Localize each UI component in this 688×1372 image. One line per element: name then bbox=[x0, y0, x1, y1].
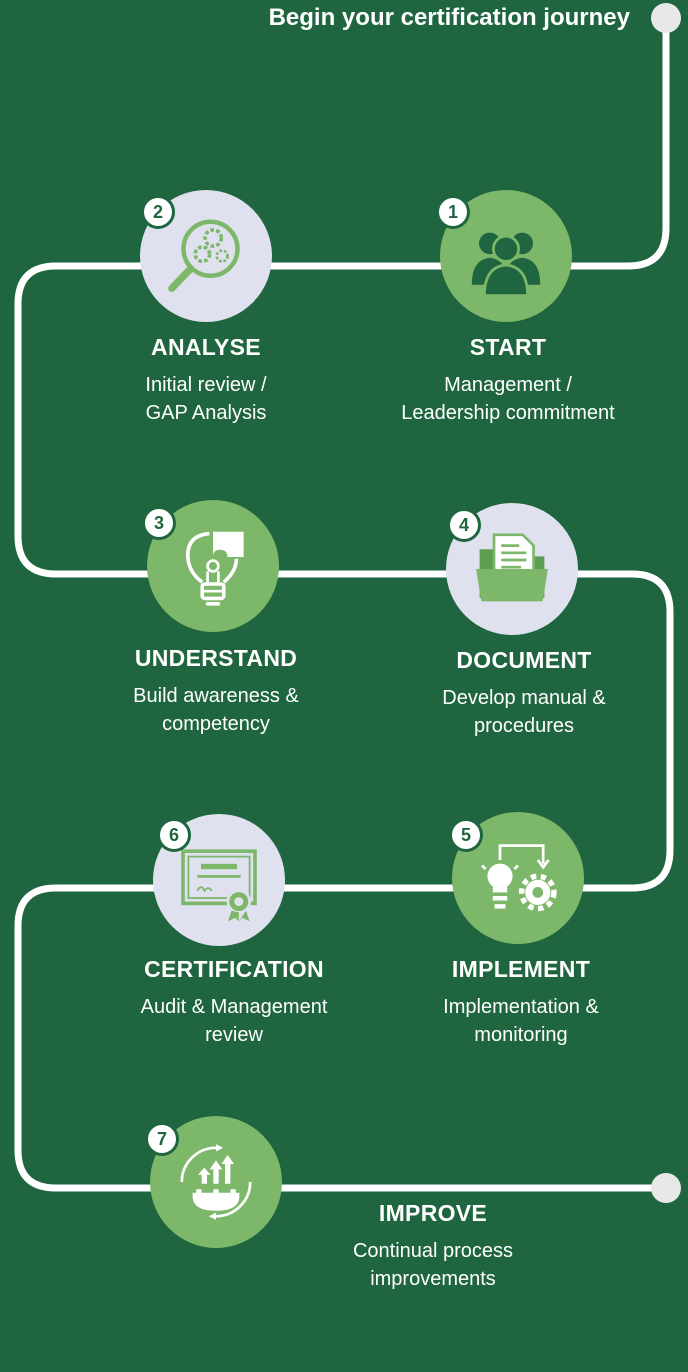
lightbulb-gear-icon bbox=[481, 844, 557, 912]
step-5-description: Implementation & monitoring bbox=[386, 993, 656, 1049]
step-2-desc-line1: Initial review / bbox=[145, 374, 267, 396]
step-7-desc-line2: improvements bbox=[370, 1268, 496, 1290]
step-1-desc-line2: Leadership commitment bbox=[401, 402, 615, 424]
step-2-title: ANALYSE bbox=[151, 334, 261, 360]
step-3-title: UNDERSTAND bbox=[134, 645, 298, 671]
step-6-desc-line1: Audit & Management bbox=[140, 996, 328, 1018]
step-5-text: IMPLEMENT Implementation & monitoring bbox=[386, 956, 656, 1049]
step-6-badge: 6 bbox=[157, 818, 191, 852]
path-end-dot bbox=[651, 1173, 681, 1203]
step-5-desc-line1: Implementation & bbox=[443, 996, 599, 1018]
step-1-desc-line1: Management / bbox=[444, 374, 572, 396]
step-1-description: Management / Leadership commitment bbox=[373, 371, 643, 427]
step-7-title: IMPROVE bbox=[378, 1200, 488, 1226]
step-4-desc-line2: procedures bbox=[473, 715, 575, 737]
folder-document-icon bbox=[476, 533, 548, 602]
step-7-badge: 7 bbox=[145, 1122, 179, 1156]
step-3-badge: 3 bbox=[142, 506, 176, 540]
step-1-text: START Management / Leadership commitment bbox=[373, 334, 643, 427]
step-7-text: IMPROVE Continual process improvements bbox=[298, 1200, 568, 1293]
path-start-dot bbox=[651, 3, 681, 33]
team-icon bbox=[471, 232, 541, 297]
step-7-description: Continual process improvements bbox=[298, 1237, 568, 1293]
gear-arrows-icon bbox=[180, 1144, 252, 1220]
step-7-desc-line1: Continual process bbox=[352, 1240, 514, 1262]
step-6-title: CERTIFICATION bbox=[144, 956, 324, 982]
step-3-desc-line1: Build awareness & bbox=[133, 685, 299, 707]
step-4-description: Develop manual & procedures bbox=[389, 684, 659, 740]
step-2-desc-line2: GAP Analysis bbox=[145, 402, 267, 424]
step-3-text: UNDERSTAND Build awareness & competency bbox=[81, 645, 351, 738]
step-5-badge: 5 bbox=[449, 818, 483, 852]
step-1-title: START bbox=[469, 334, 547, 360]
step-6-text: CERTIFICATION Audit & Management review bbox=[99, 956, 369, 1049]
step-1-badge: 1 bbox=[436, 195, 470, 229]
step-6-desc-line2: review bbox=[205, 1024, 263, 1046]
step-2-description: Initial review / GAP Analysis bbox=[71, 371, 341, 427]
step-4-desc-line1: Develop manual & bbox=[442, 687, 606, 709]
step-4-circle bbox=[446, 503, 578, 635]
step-4-text: DOCUMENT Develop manual & procedures bbox=[389, 647, 659, 740]
step-5-title: IMPLEMENT bbox=[451, 956, 591, 982]
page-title: Begin your certification journey bbox=[268, 4, 630, 31]
lightbulb-puzzle-icon bbox=[185, 531, 244, 606]
step-5-desc-line2: monitoring bbox=[474, 1024, 568, 1046]
step-2-text: ANALYSE Initial review / GAP Analysis bbox=[71, 334, 341, 427]
step-6-description: Audit & Management review bbox=[99, 993, 369, 1049]
step-3-description: Build awareness & competency bbox=[81, 682, 351, 738]
step-4-badge: 4 bbox=[447, 508, 481, 542]
step-3-desc-line2: competency bbox=[162, 713, 270, 735]
step-2-badge: 2 bbox=[141, 195, 175, 229]
certificate-icon bbox=[181, 849, 257, 922]
magnifier-gears-icon bbox=[168, 219, 240, 292]
step-4-title: DOCUMENT bbox=[456, 647, 592, 673]
